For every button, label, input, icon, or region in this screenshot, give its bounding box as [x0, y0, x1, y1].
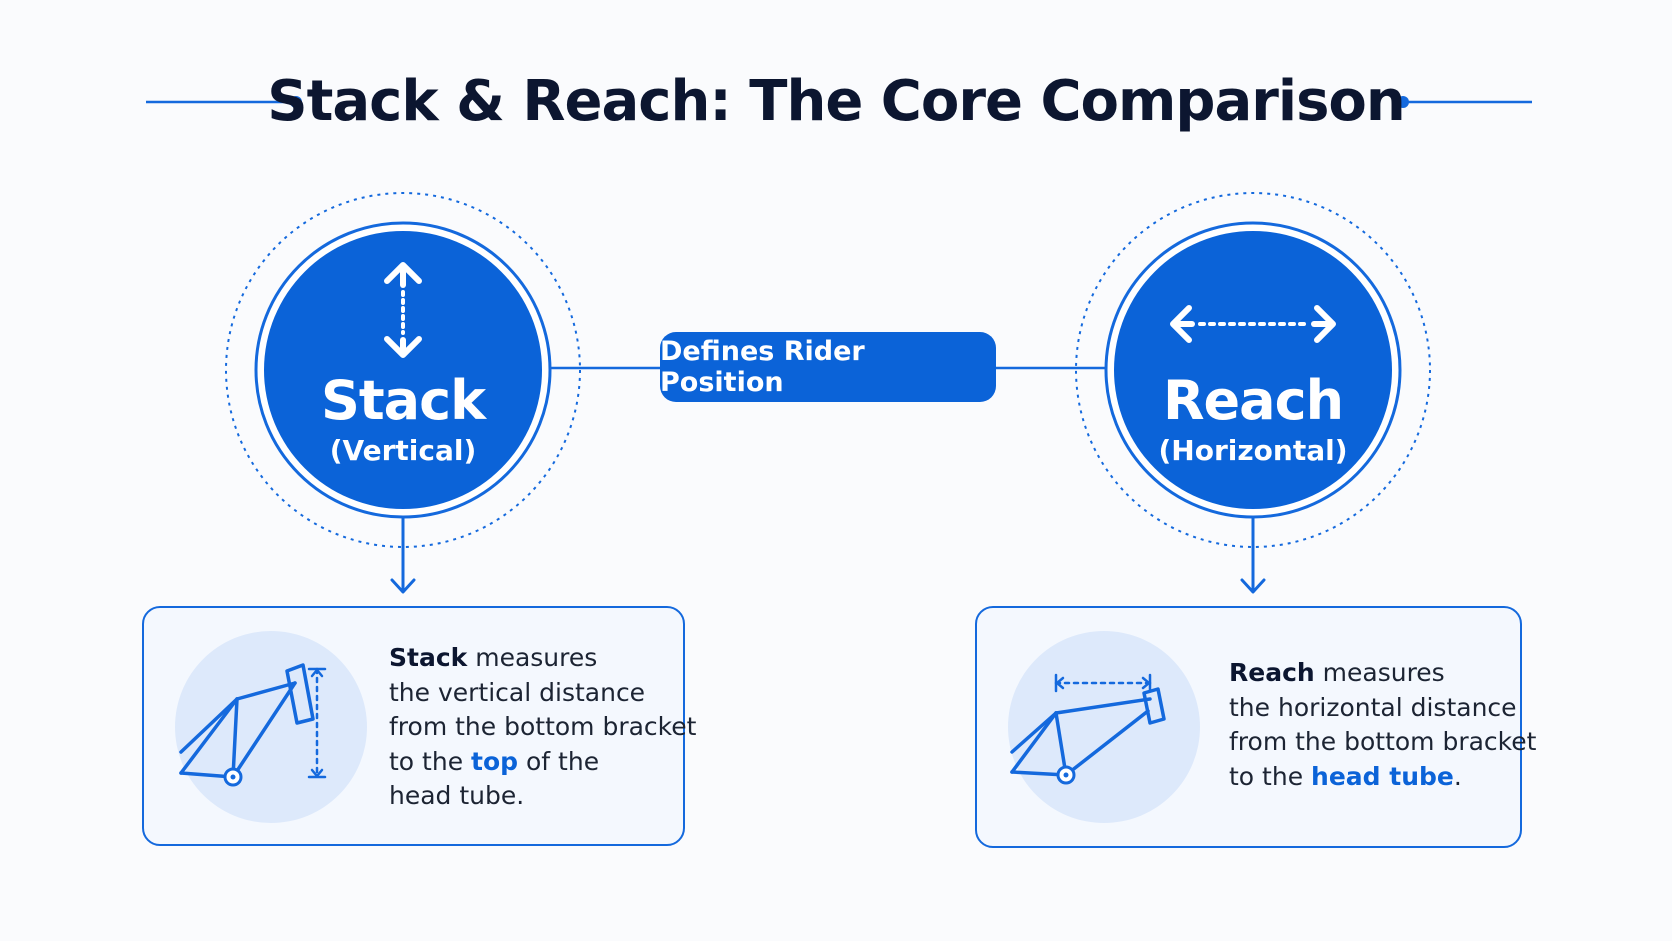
reach-desc-highlight: head tube — [1311, 761, 1454, 791]
stack-desc-line-4: to the top of the — [389, 745, 696, 780]
stack-circle — [225, 192, 581, 548]
page-title: Stack & Reach: The Core Comparison — [267, 69, 1406, 134]
stack-desc-line-5: head tube. — [389, 781, 525, 810]
reach-desc-lead-rest: measures — [1314, 658, 1445, 687]
reach-name: Reach — [1162, 369, 1344, 432]
center-pill: Defines Rider Position — [660, 332, 996, 402]
stack-name: Stack — [320, 369, 486, 432]
reach-desc-line-2: the horizontal distance — [1229, 692, 1517, 722]
stack-desc-lead: Stack — [389, 643, 468, 672]
reach-subtitle: (Horizontal) — [1158, 434, 1348, 467]
stack-desc-line-1: Stack measures — [389, 641, 696, 676]
vertical-double-arrow-icon — [384, 262, 422, 358]
stack-description: Stack measures the vertical distance fro… — [389, 641, 696, 814]
stack-subtitle: (Vertical) — [329, 434, 477, 467]
reach-card: Reach measures the horizontal distance f… — [975, 606, 1536, 848]
reach-desc-line-1: Reach measures — [1229, 656, 1536, 691]
title-rule-left — [146, 96, 302, 108]
title-rule-right — [1397, 96, 1532, 108]
bike-frame-reach-icon — [1008, 631, 1200, 823]
reach-desc-line-4-pre: to the — [1229, 761, 1312, 791]
stack-desc-highlight: top — [471, 746, 519, 776]
stack-desc-lead-rest: measures — [467, 643, 598, 672]
reach-desc-line-4-post: . — [1453, 761, 1462, 791]
reach-circle — [1075, 192, 1431, 548]
arrow-stack-to-card — [390, 515, 416, 594]
stack-desc-line-4-pre: to the — [389, 746, 472, 776]
stack-desc-line-2: the vertical distance — [389, 677, 646, 707]
stack-desc-line-3: from the bottom bracket — [389, 712, 697, 741]
stack-desc-line-4-post: of the — [518, 746, 600, 776]
reach-desc-line-3: from the bottom bracket — [1229, 727, 1537, 756]
reach-desc-lead: Reach — [1229, 658, 1315, 687]
reach-description: Reach measures the horizontal distance f… — [1229, 656, 1536, 794]
reach-label-group: Reach (Horizontal) — [1123, 370, 1383, 470]
stack-card: Stack measures the vertical distance fro… — [142, 606, 696, 846]
stack-label-group: Stack (Vertical) — [283, 370, 523, 470]
bike-frame-stack-icon — [175, 631, 367, 823]
horizontal-double-arrow-icon — [1170, 305, 1336, 343]
reach-desc-line-4: to the head tube. — [1229, 760, 1536, 795]
arrow-reach-to-card — [1240, 515, 1266, 594]
